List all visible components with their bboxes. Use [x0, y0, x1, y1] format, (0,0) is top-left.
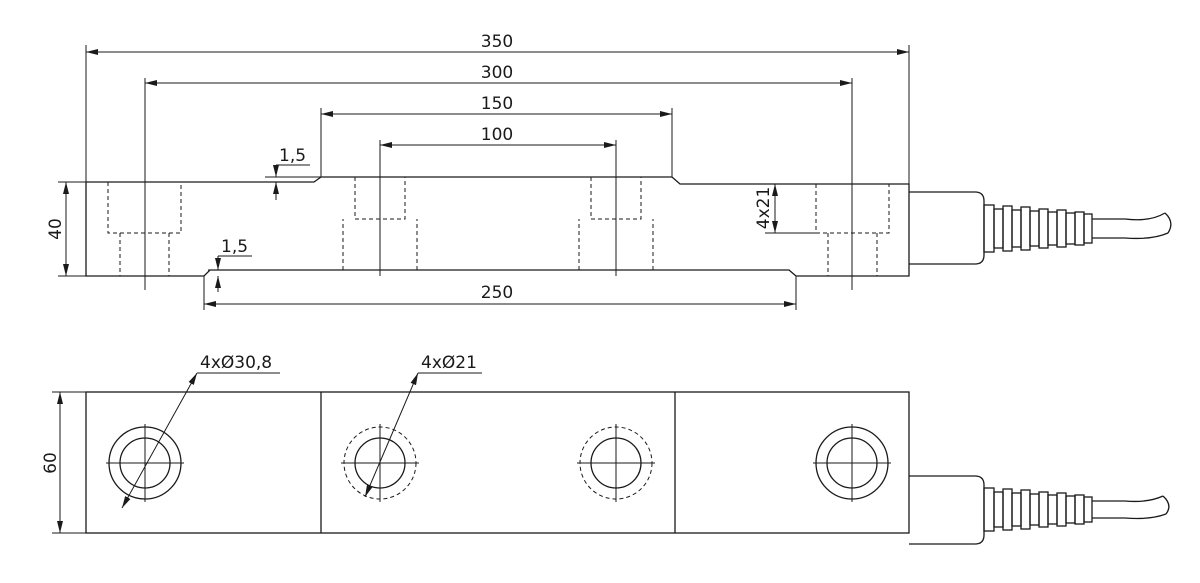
dim-bottom-recess-depth-text: 1,5 [221, 237, 248, 257]
top-view-hole-1 [106, 424, 184, 502]
dim-hole-diameter-text: 4xØ21 [421, 353, 477, 373]
leader-hole-diameter: 4xØ21 [364, 353, 482, 498]
dim-counterbore-diameter-text: 4xØ30,8 [200, 353, 272, 373]
dim-height: 40 [46, 218, 66, 240]
front-view-centerlines [144, 78, 853, 290]
dim-top-recess-depth-text: 1,5 [279, 146, 306, 166]
leader-counterbore-diameter: 4xØ30,8 [121, 353, 280, 509]
dim-outer-holes-distance: 300 [481, 63, 513, 83]
top-view-body-outline [85, 391, 910, 534]
dim-bottom-recess-length: 250 [481, 283, 513, 303]
front-view-body-outline [85, 176, 910, 277]
dim-counterbore-depth: 4x21 [754, 187, 774, 230]
dim-total-length: 350 [481, 32, 513, 52]
dim-top-recess-length: 150 [481, 94, 513, 114]
front-view-cable [909, 191, 1172, 265]
top-view: 60 4xØ30,8 4xØ21 [41, 353, 1170, 545]
top-view-hole-4 [813, 424, 891, 502]
front-view: 350 300 150 100 1,5 1,5 250 40 4x21 [46, 32, 1172, 310]
top-view-cable [909, 475, 1170, 545]
top-view-hole-3 [577, 424, 655, 502]
dim-top-recess-depth [265, 164, 321, 200]
dim-bottom-recess-depth [208, 255, 252, 292]
dim-inner-holes-distance: 100 [481, 125, 513, 145]
dim-width: 60 [41, 452, 61, 474]
